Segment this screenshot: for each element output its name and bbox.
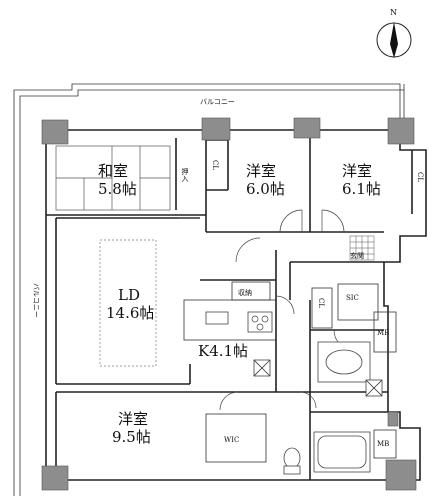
mb2-label: MB [377, 440, 389, 448]
cl1-label: CL [211, 160, 219, 170]
compass-north-label: N [390, 8, 397, 17]
sic-label: SIC [346, 294, 359, 302]
door-swings [178, 209, 355, 411]
yoshitsu1-name: 洋室 [246, 162, 276, 180]
washitsu-size: 5.8帖 [98, 180, 137, 198]
tatami-mats [55, 145, 171, 211]
balcony-left-label: バルコニー [32, 283, 40, 318]
pillars [41, 117, 417, 491]
genkan-tile [349, 235, 375, 261]
yoshitsu2-name: 洋室 [342, 162, 372, 180]
balcony-outline [13, 83, 405, 496]
yoshitsu1-size: 6.0帖 [246, 180, 285, 198]
ld-size: 14.6帖 [106, 304, 154, 322]
wic-label: WIC [224, 436, 239, 444]
exterior-wall [45, 129, 427, 481]
oshiire-label: 押入 [181, 167, 189, 182]
washitsu-name: 和室 [98, 162, 128, 180]
balcony-top-label: バルコニー [200, 98, 235, 106]
ld-name: LD [118, 286, 140, 304]
shuno-label: 収納 [238, 288, 252, 297]
bath-fixtures [283, 341, 383, 475]
yoshitsu3-size: 9.5帖 [112, 428, 151, 446]
genkan-label: 玄関 [350, 251, 364, 260]
compass: N [376, 8, 412, 58]
yoshitsu3-name: 洋室 [118, 410, 148, 428]
mb1-label: MB [377, 329, 389, 337]
kitchen-fixtures [205, 311, 273, 377]
ld-floor-area [99, 239, 157, 367]
cl2-label: CL [416, 172, 424, 182]
kitchen-name: K4.1帖 [198, 342, 248, 360]
yoshitsu2-size: 6.1帖 [342, 180, 381, 198]
cl3-label: CL [317, 298, 325, 308]
